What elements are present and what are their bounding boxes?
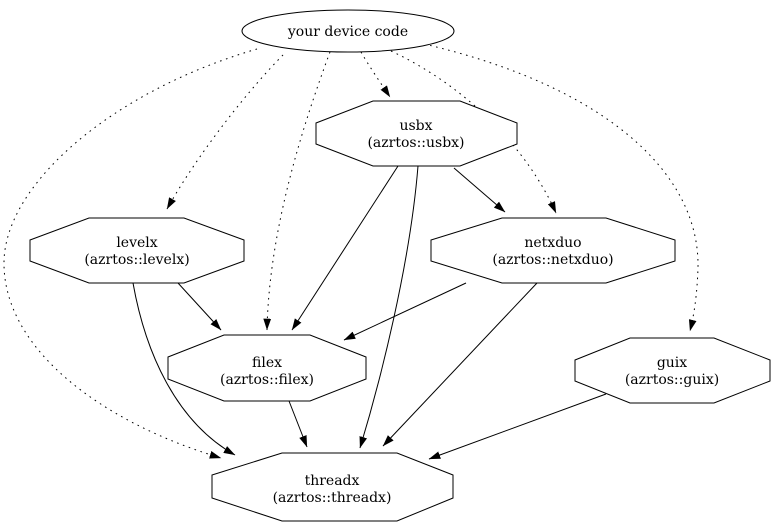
node-layer: your device code usbx (azrtos::usbx) lev…	[29, 9, 771, 522]
edge-levelx-to-filex	[177, 282, 222, 331]
node-threadx: threadx (azrtos::threadx)	[211, 452, 454, 522]
edge-device-code-to-levelx	[166, 54, 284, 210]
netxduo-label: netxduo	[524, 235, 581, 251]
node-usbx: usbx (azrtos::usbx)	[315, 100, 518, 167]
guix-shape	[574, 337, 771, 404]
device-code-shape	[241, 9, 455, 53]
edge-usbx-to-netxduo	[453, 167, 506, 213]
filex-shape	[167, 334, 367, 402]
edge-netxduo-to-filex	[343, 282, 467, 341]
edge-usbx-to-filex	[291, 165, 399, 331]
node-guix: guix (azrtos::guix)	[574, 337, 771, 404]
levelx-shape	[29, 217, 245, 284]
edge-guix-to-threadx	[428, 393, 607, 460]
usbx-sublabel: (azrtos::usbx)	[367, 135, 464, 151]
usbx-shape	[315, 100, 518, 167]
device-code-label: your device code	[287, 24, 408, 40]
edge-levelx-to-threadx	[132, 282, 236, 456]
node-netxduo: netxduo (azrtos::netxduo)	[430, 217, 676, 284]
guix-label: guix	[657, 355, 687, 371]
netxduo-sublabel: (azrtos::netxduo)	[492, 252, 613, 268]
node-filex: filex (azrtos::filex)	[167, 334, 367, 402]
netxduo-shape	[430, 217, 676, 284]
edge-device-code-to-usbx	[360, 51, 391, 98]
edge-device-code-to-filex	[263, 51, 331, 331]
levelx-label: levelx	[116, 235, 157, 251]
filex-label: filex	[252, 355, 282, 371]
threadx-shape	[211, 452, 454, 522]
threadx-label: threadx	[305, 473, 360, 489]
edge-device-code-to-netxduo	[390, 50, 557, 214]
threadx-sublabel: (azrtos::threadx)	[273, 490, 392, 506]
edge-netxduo-to-threadx	[382, 282, 538, 447]
edge-layer	[3, 43, 699, 460]
node-levelx: levelx (azrtos::levelx)	[29, 217, 245, 284]
edge-device-code-to-threadx	[3, 48, 258, 459]
usbx-label: usbx	[399, 118, 432, 134]
edge-usbx-to-threadx	[359, 165, 419, 449]
node-device-code: your device code	[241, 9, 455, 53]
filex-sublabel: (azrtos::filex)	[220, 372, 314, 388]
guix-sublabel: (azrtos::guix)	[625, 372, 719, 388]
levelx-sublabel: (azrtos::levelx)	[84, 252, 189, 268]
edge-filex-to-threadx	[288, 400, 308, 448]
edge-device-code-to-guix	[423, 43, 699, 332]
